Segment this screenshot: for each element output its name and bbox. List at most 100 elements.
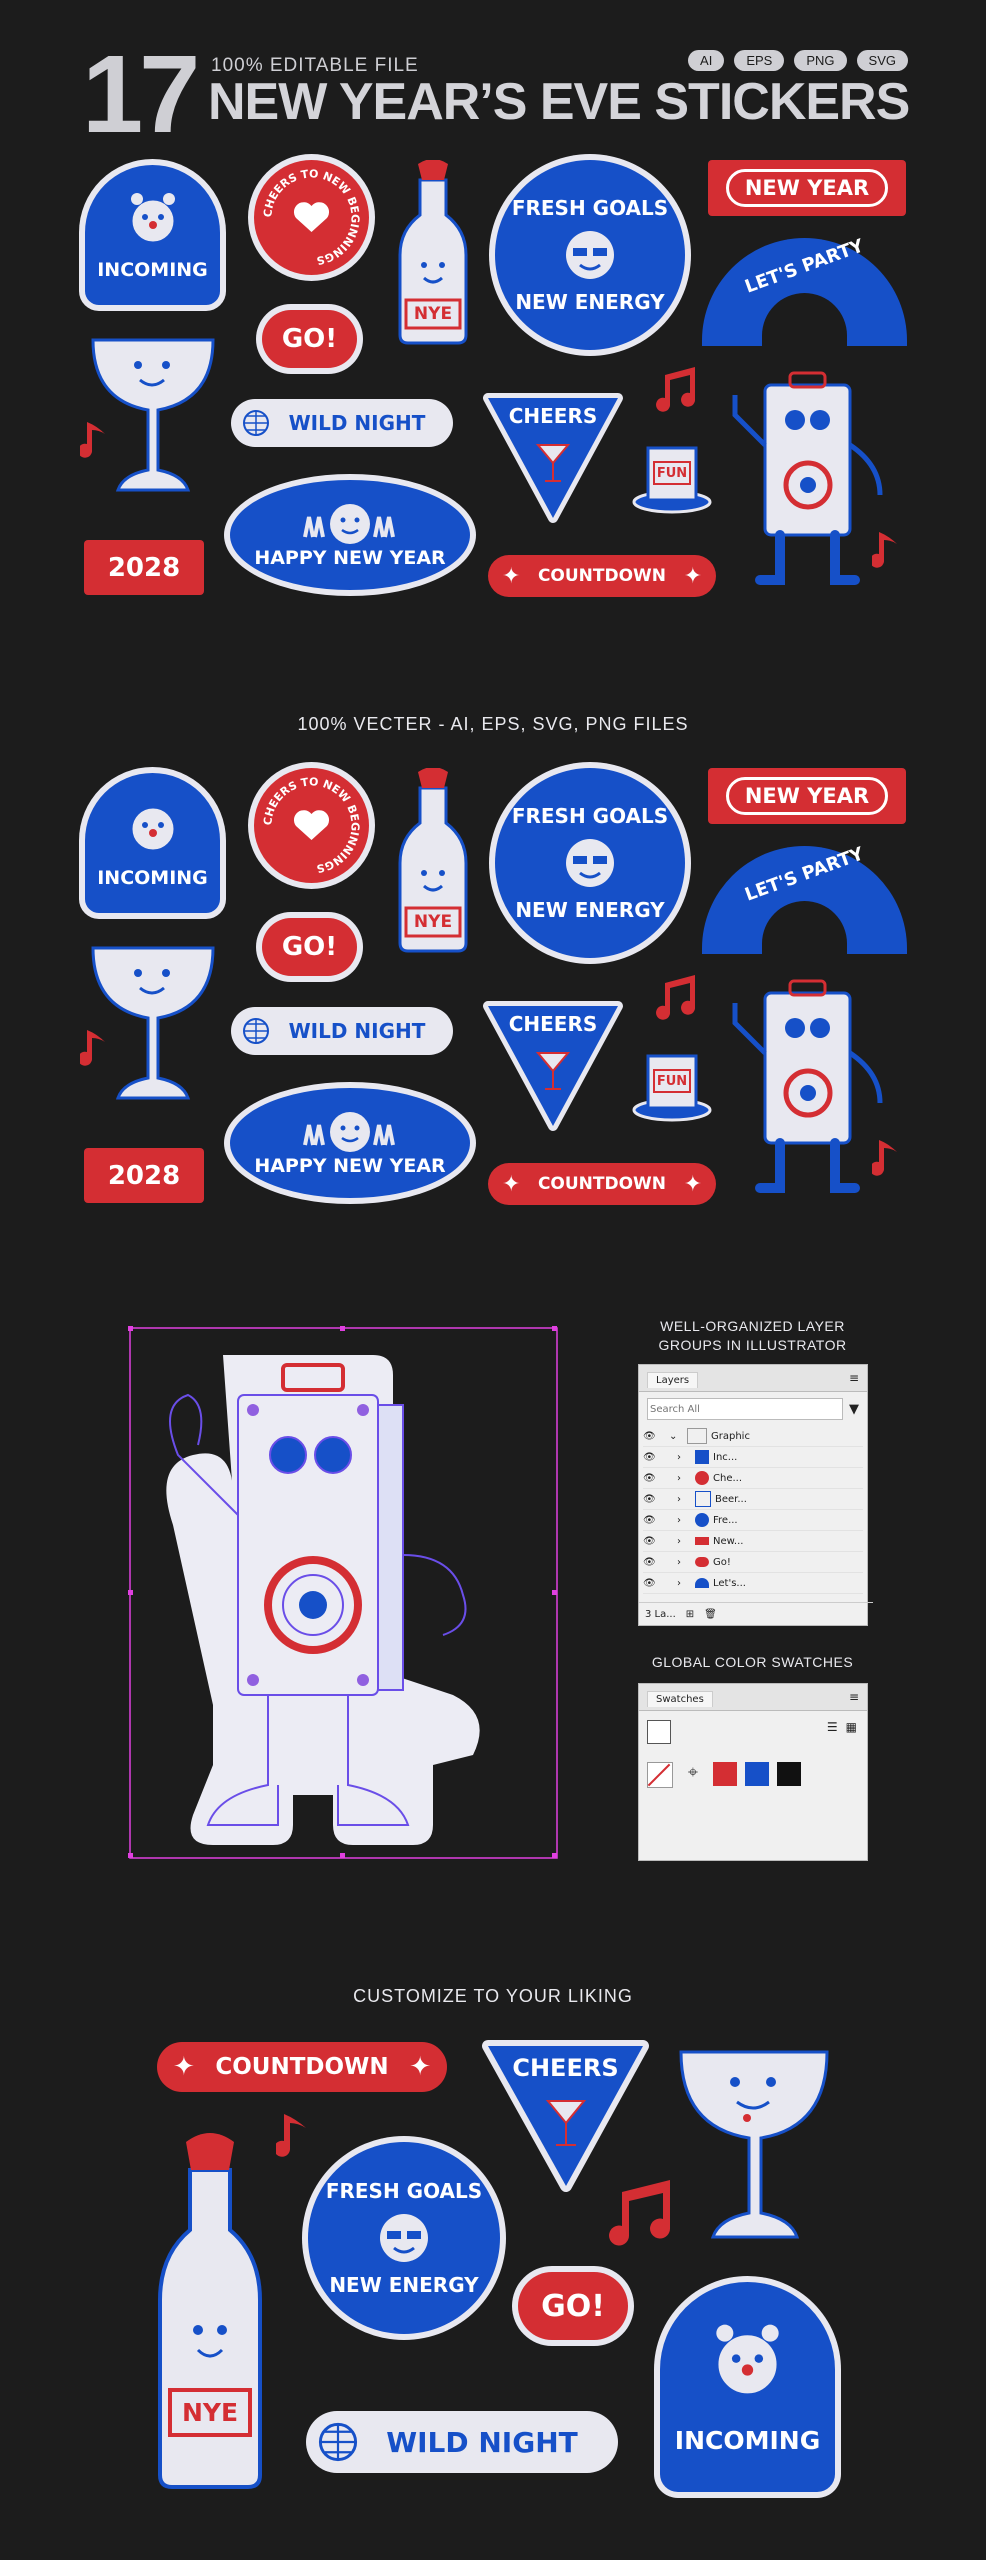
sticker-nye-bottle: NYE <box>388 159 478 345</box>
alarm-clock-icon <box>714 2324 781 2398</box>
sun-icon <box>380 2214 428 2262</box>
sticker-go-large: GO! <box>518 2272 628 2340</box>
layers-search-input[interactable] <box>647 1398 843 1420</box>
speaker-character-icon <box>732 371 883 585</box>
disco-ball-icon <box>243 1018 269 1044</box>
sticker-fresh-goals: FRESH GOALS NEW ENERGY <box>495 160 685 350</box>
delete-layer-icon[interactable]: 🗑 <box>704 1608 717 1620</box>
new-year-label: NEW YEAR <box>725 777 889 815</box>
list-view-icon[interactable]: ☰ <box>826 1720 838 1734</box>
eye-icon[interactable]: 👁 <box>643 1556 656 1568</box>
sticker-year: 2028 <box>84 540 204 595</box>
sticker-go: GO! <box>262 310 357 368</box>
sparkle-icon: ✦ <box>502 563 521 589</box>
sparkle-icon: ✦ <box>173 2052 195 2082</box>
fresh-goals-top-text: FRESH GOALS <box>511 804 669 828</box>
countdown-label: COUNTDOWN <box>537 1174 667 1194</box>
coupe-glass-icon <box>91 946 215 1100</box>
incoming-label: INCOMING <box>97 867 208 889</box>
eye-icon[interactable]: 👁 <box>643 1577 656 1589</box>
fun-label: FUN <box>656 465 688 481</box>
cheers-triangle-shape <box>483 1001 623 1131</box>
cheers-label: CHEERS <box>508 1012 598 1036</box>
bottle-icon <box>398 767 468 953</box>
swatch-row: ⌖ <box>647 1762 801 1788</box>
music-note-icon-3 <box>872 1140 897 1176</box>
layer-row[interactable]: 👁›Fre... <box>643 1510 863 1531</box>
new-layer-icon[interactable]: ⊞ <box>685 1608 695 1620</box>
eye-icon[interactable]: 👁 <box>643 1472 656 1484</box>
fill-swatch[interactable] <box>647 1720 671 1744</box>
tab-layers[interactable]: Layers <box>647 1372 699 1388</box>
swatch-blue[interactable] <box>745 1762 769 1786</box>
layers-panel: Layers ≡ ▼ 👁⌄Graphic 👁›Inc... 👁›Che... 👁… <box>638 1364 873 1626</box>
sticker-fresh-goals-large: FRESH GOALS NEW ENERGY <box>308 2142 500 2334</box>
sticker-sheet-2: INCOMING CHEERS TO NEW BEGINNINGS NYE FR… <box>0 758 986 1218</box>
layer-row[interactable]: 👁›Let's... <box>643 1573 863 1594</box>
fresh-goals-top-text: FRESH GOALS <box>511 196 669 220</box>
panel-menu-icon[interactable]: ≡ <box>848 1371 859 1385</box>
bottle-icon <box>398 159 468 345</box>
go-label: GO! <box>281 932 338 962</box>
speaker-character-icon <box>732 979 883 1193</box>
eye-icon[interactable]: 👁 <box>643 1493 656 1505</box>
eye-icon[interactable]: 👁 <box>643 1430 656 1442</box>
sticker-coupe-glass-large <box>675 2040 833 2260</box>
swatch-black[interactable] <box>777 1762 801 1786</box>
cheers-label: CHEERS <box>512 2054 619 2082</box>
sticker-fun-hat: FUN <box>630 440 715 515</box>
panel-menu-icon[interactable]: ≡ <box>848 1690 859 1704</box>
layer-count: 3 La... <box>645 1608 676 1620</box>
layer-row[interactable]: 👁›Che... <box>643 1468 863 1489</box>
eye-icon[interactable]: 👁 <box>643 1514 656 1526</box>
tab-swatches[interactable]: Swatches <box>647 1691 713 1707</box>
sticker-cheers-triangle: CHEERS <box>478 998 628 1133</box>
layer-row[interactable]: 👁⌄Graphic <box>643 1426 863 1447</box>
eye-icon[interactable]: 👁 <box>643 1451 656 1463</box>
sticker-nye-bottle: NYE <box>388 767 478 953</box>
music-note-icon <box>276 2114 306 2157</box>
peace-smile-icon <box>303 503 395 544</box>
sparkle-icon-right: ✦ <box>683 563 702 589</box>
fun-label: FUN <box>656 1073 688 1089</box>
sticker-nye-bottle-large: NYE <box>150 2130 270 2495</box>
layer-row[interactable]: 👁›New... <box>643 1531 863 1552</box>
layers-footer: 3 La... ⊞ 🗑 <box>639 1602 873 1625</box>
new-year-label: NEW YEAR <box>725 169 889 207</box>
sticker-count: 17 <box>82 33 200 156</box>
layer-row[interactable]: 👁›Go! <box>643 1552 863 1573</box>
lets-party-label: LET'S PARTY <box>742 843 867 906</box>
nye-label: NYE <box>181 2398 239 2427</box>
sparkle-icon-right: ✦ <box>409 2052 431 2082</box>
swatch-view-controls: ☰ ▦ <box>827 1720 857 1734</box>
speaker-character-outline-icon <box>128 1326 558 1859</box>
registration-swatch-icon[interactable]: ⌖ <box>687 1762 699 1783</box>
filter-icon[interactable]: ▼ <box>849 1401 859 1417</box>
layer-row[interactable]: 👁›Beer... <box>643 1489 863 1510</box>
sticker-cheers-triangle-large: CHEERS <box>478 2036 653 2196</box>
layers-panel-header: Layers ≡ <box>639 1365 867 1392</box>
nye-label: NYE <box>413 912 453 932</box>
fresh-goals-bottom-text: NEW ENERGY <box>515 290 665 314</box>
bottle-icon <box>158 2133 262 2489</box>
peace-smile-icon <box>303 1111 395 1152</box>
sparkle-icon-right: ✦ <box>683 1171 702 1197</box>
sticker-fresh-goals: FRESH GOALS NEW ENERGY <box>495 768 685 958</box>
wild-night-label: WILD NIGHT <box>288 1019 426 1043</box>
sticker-happy-new-year: HAPPY NEW YEAR <box>230 480 470 590</box>
eye-icon[interactable]: 👁 <box>643 1535 656 1547</box>
sparkle-icon: ✦ <box>502 1171 521 1197</box>
heart-icon <box>293 202 330 232</box>
swatch-red[interactable] <box>713 1762 737 1786</box>
page-title: NEW YEAR’S EVE STICKERS <box>208 73 910 131</box>
vector-files-label: 100% VECTER - AI, EPS, SVG, PNG FILES <box>297 714 689 734</box>
swatch-none[interactable] <box>647 1762 673 1788</box>
music-note-icon-2 <box>80 422 105 458</box>
nye-label: NYE <box>413 304 453 324</box>
sticker-coupe-glass <box>88 938 218 1113</box>
sun-icon <box>566 231 614 279</box>
selected-artwork[interactable] <box>128 1325 558 1860</box>
layer-row[interactable]: 👁›Inc... <box>643 1447 863 1468</box>
grid-view-icon[interactable]: ▦ <box>845 1720 857 1734</box>
sticker-go: GO! <box>262 918 357 976</box>
